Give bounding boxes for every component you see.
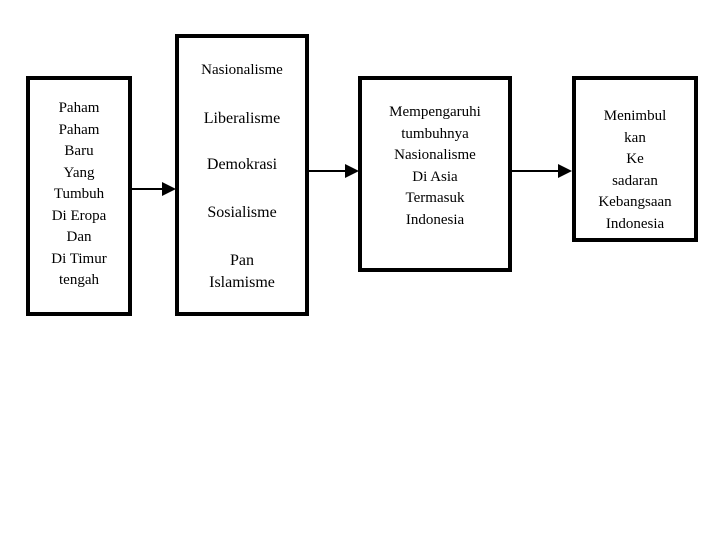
arrow-origins-to-ideologies: [132, 188, 164, 190]
ideologies-title: Nasionalisme: [201, 62, 283, 78]
ideology-item-sosialisme: Sosialisme: [207, 204, 277, 221]
influence-box: Mempengaruhi tumbuhnya Nasionalisme Di A…: [358, 76, 512, 272]
arrow-influence-to-result: [512, 170, 560, 172]
influence-text: Mempengaruhi tumbuhnya Nasionalisme Di A…: [389, 104, 481, 228]
result-text: Menimbul kan Ke sadaran Kebangsaan Indon…: [598, 108, 672, 232]
arrow-ideologies-to-influence-head: [345, 164, 359, 178]
ideology-item-pan-islamisme: Pan Islamisme: [209, 252, 275, 291]
ideology-item-liberalisme: Liberalisme: [203, 110, 281, 127]
ideologies-box: Nasionalisme Liberalisme Demokrasi Sosia…: [175, 34, 309, 316]
arrow-origins-to-ideologies-head: [162, 182, 176, 196]
origins-box: Paham Paham Baru Yang Tumbuh Di Eropa Da…: [26, 76, 132, 316]
ideology-item-demokrasi: Demokrasi: [206, 156, 278, 173]
result-box: Menimbul kan Ke sadaran Kebangsaan Indon…: [572, 76, 698, 242]
origins-text: Paham Paham Baru Yang Tumbuh Di Eropa Da…: [51, 100, 107, 288]
arrow-influence-to-result-head: [558, 164, 572, 178]
arrow-ideologies-to-influence: [309, 170, 347, 172]
